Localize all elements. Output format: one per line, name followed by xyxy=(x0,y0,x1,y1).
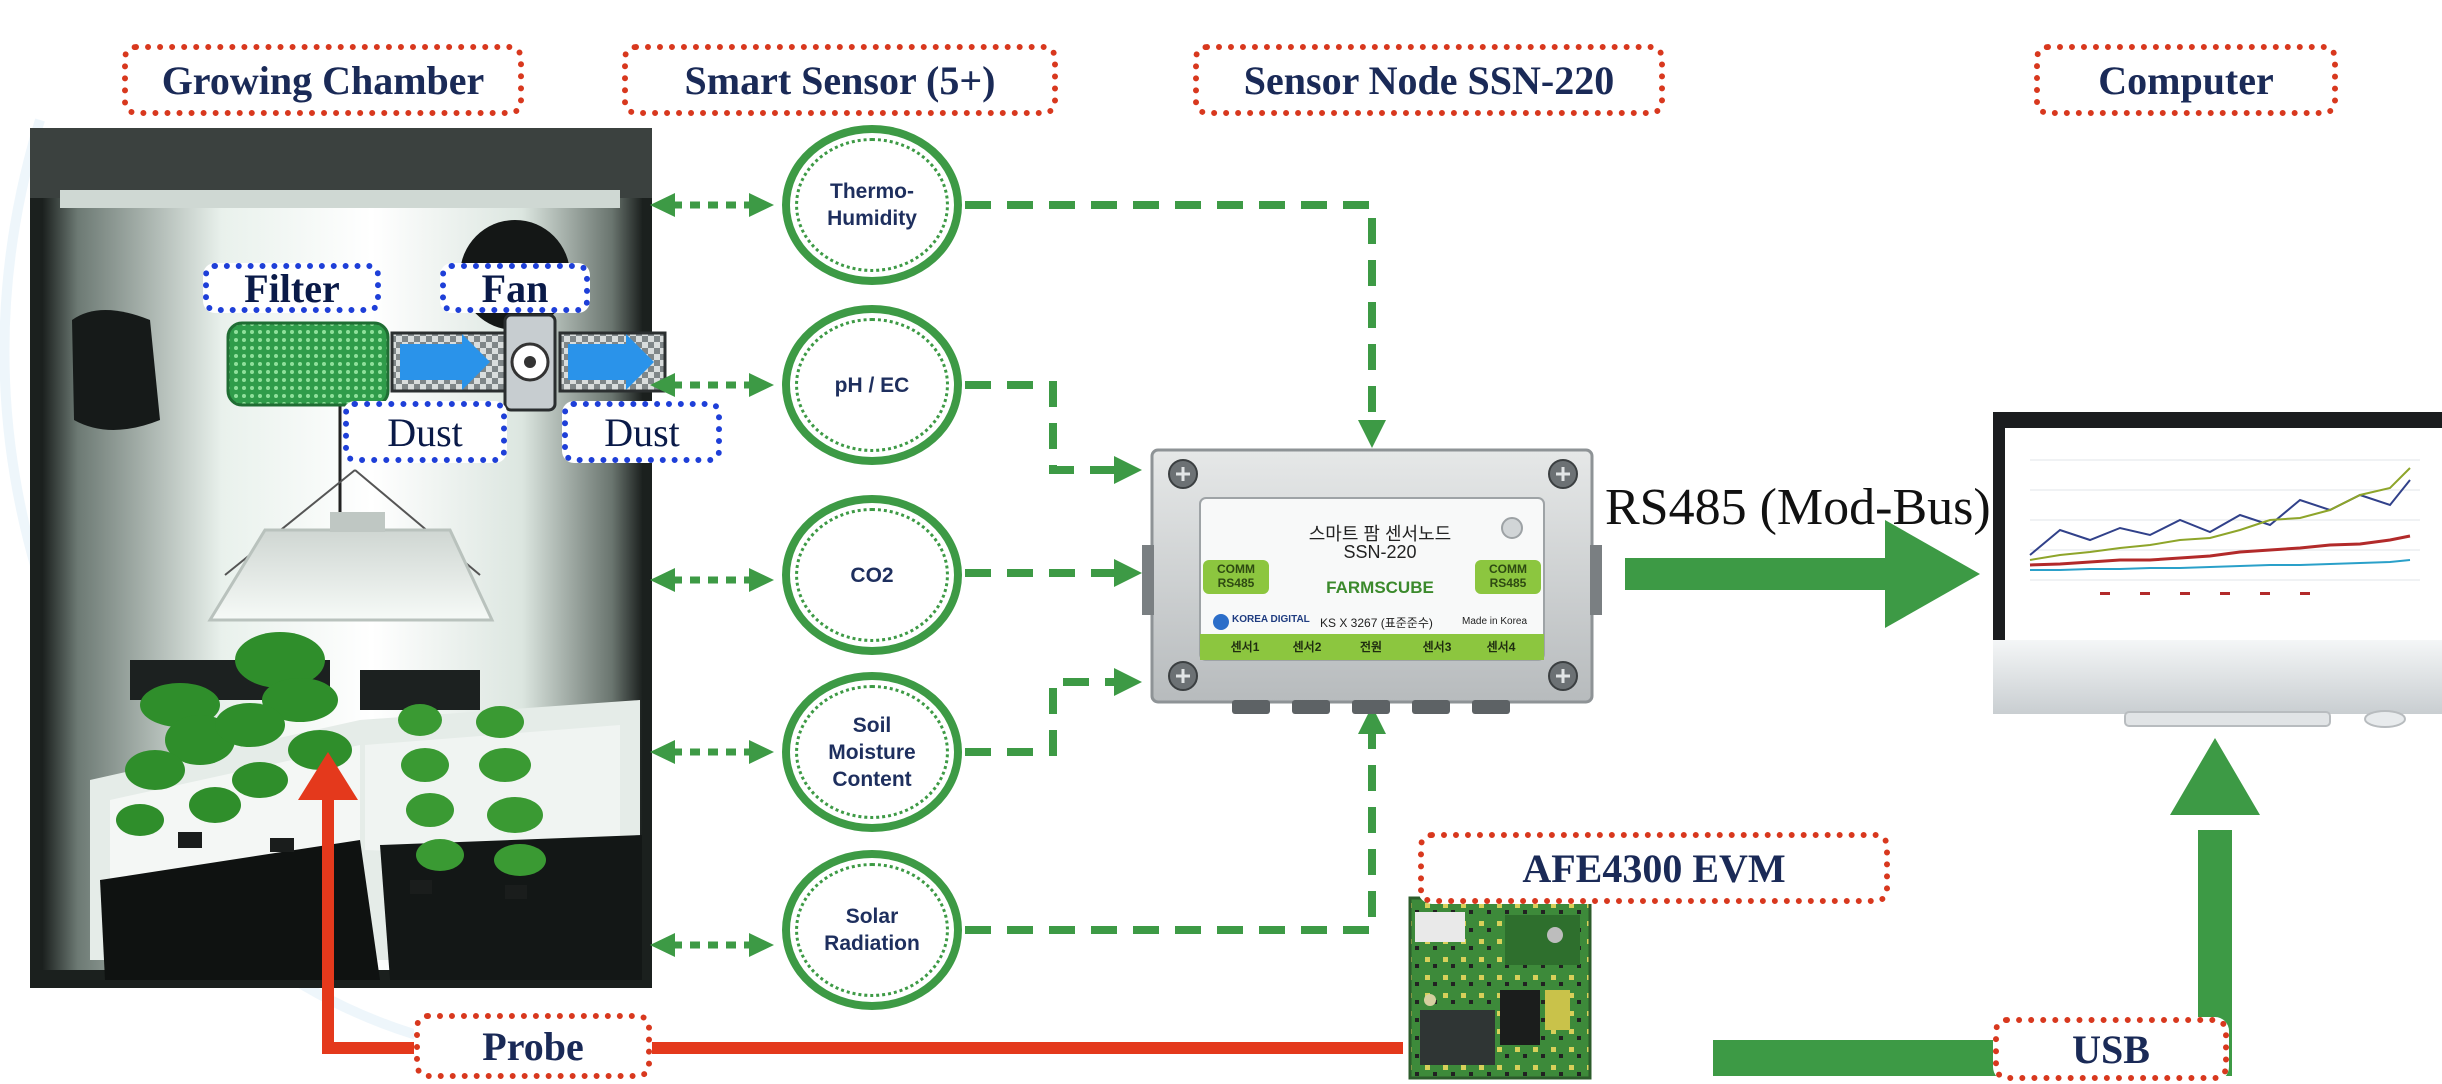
sensor-thermo-humidity: Thermo- Humidity xyxy=(782,125,962,285)
filter-label: Filter xyxy=(203,263,381,313)
node-title: 스마트 팜 센서노드 xyxy=(1308,524,1452,544)
sensor-ph-ec: pH / EC xyxy=(782,305,962,465)
smart-sensor-label: Smart Sensor (5+) xyxy=(622,44,1058,116)
sensor-co2: CO2 xyxy=(782,495,962,655)
node-maker: KOREA DIGITAL xyxy=(1232,614,1310,625)
node-comm-right: COMM RS485 xyxy=(1489,562,1527,590)
afe4300-evm-label: AFE4300 EVM xyxy=(1418,832,1890,904)
rs485-arrow xyxy=(1625,520,1980,628)
sensor-solar-radiation: Solar Radiation xyxy=(782,850,962,1010)
sensor-node-device xyxy=(1142,448,1602,714)
node-port-1: 센서1 xyxy=(1230,640,1260,654)
growing-chamber-photo xyxy=(30,128,652,988)
filter-fan-assembly xyxy=(226,313,667,412)
node-port-2: 센서2 xyxy=(1292,640,1322,654)
dust-label-left: Dust xyxy=(343,401,507,463)
probe-label: Probe xyxy=(414,1013,652,1079)
growing-chamber-label: Growing Chamber xyxy=(122,44,524,116)
node-comm-left: COMM RS485 xyxy=(1217,562,1255,590)
sensor-node-arrowheads xyxy=(1114,420,1386,734)
afe4300-evm-board xyxy=(1408,896,1592,1080)
node-model: SSN-220 xyxy=(1343,542,1417,562)
node-origin: Made in Korea xyxy=(1462,616,1528,627)
sensor-node-links xyxy=(965,201,1376,934)
computer-label: Computer xyxy=(2034,44,2338,116)
node-port-power: 전원 xyxy=(1359,640,1383,654)
node-standard: KS X 3267 (표준준수) xyxy=(1320,616,1433,630)
fan-label: Fan xyxy=(440,263,590,313)
sensor-node-label: Sensor Node SSN-220 xyxy=(1193,44,1665,116)
sensor-soil-moisture: Soil Moisture Content xyxy=(782,672,962,832)
rs485-label: RS485 (Mod-Bus) xyxy=(1605,479,1991,536)
node-brand: FARMSCUBE xyxy=(1326,578,1434,597)
probe-line xyxy=(298,752,1403,1054)
dust-label-right: Dust xyxy=(562,401,722,463)
node-port-4: 센서4 xyxy=(1486,640,1516,654)
computer-monitor xyxy=(1993,412,2442,728)
sensor-chamber-links xyxy=(672,201,752,949)
sensor-chamber-arrowheads xyxy=(650,193,774,957)
node-port-3: 센서3 xyxy=(1422,640,1452,654)
usb-label: USB xyxy=(1993,1017,2229,1081)
